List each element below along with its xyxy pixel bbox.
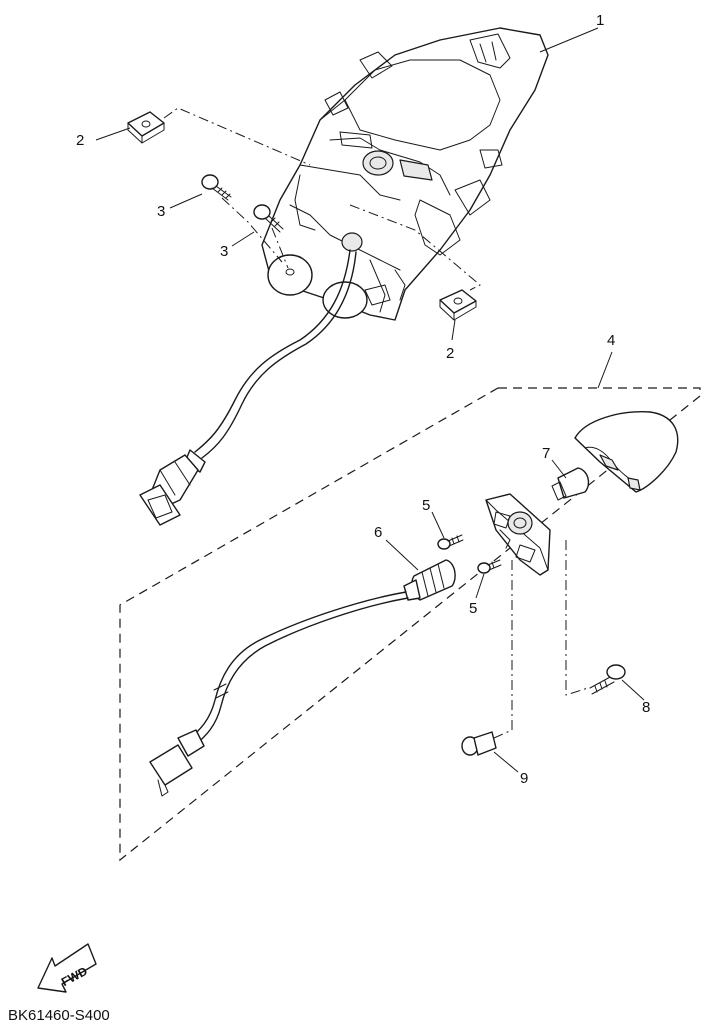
tapping-screw-lower	[477, 559, 502, 574]
callout-9: 9	[520, 770, 528, 787]
callout-2-upper: 2	[76, 132, 84, 149]
callout-2-lower: 2	[446, 345, 454, 362]
lamp-lens-cover	[574, 411, 679, 493]
callout-7: 7	[542, 445, 550, 462]
rear-fender-assembly	[139, 27, 549, 526]
fwd-arrow-icon: FWD	[37, 943, 97, 993]
callout-3-upper: 3	[157, 203, 165, 220]
clip-nut-upper	[127, 111, 165, 144]
bulb-socket-cord	[149, 559, 456, 797]
callout-3-lower: 3	[220, 243, 228, 260]
drawing-code: BK61460-S400	[8, 1007, 110, 1024]
bulb	[551, 467, 590, 501]
tapping-screw-upper	[437, 534, 464, 550]
callout-8: 8	[642, 699, 650, 716]
assembly-boundary	[119, 387, 701, 862]
callout-5-lower: 5	[469, 600, 477, 617]
screw-lower	[253, 204, 284, 233]
callout-4: 4	[607, 332, 615, 349]
grommet-9	[461, 731, 497, 756]
clip-nut-lower	[439, 289, 477, 321]
screw-8	[589, 664, 626, 695]
callout-1: 1	[596, 12, 604, 29]
callout-5-upper: 5	[422, 497, 430, 514]
lamp-housing	[485, 493, 551, 576]
callout-6: 6	[374, 524, 382, 541]
screw-upper	[201, 174, 232, 201]
